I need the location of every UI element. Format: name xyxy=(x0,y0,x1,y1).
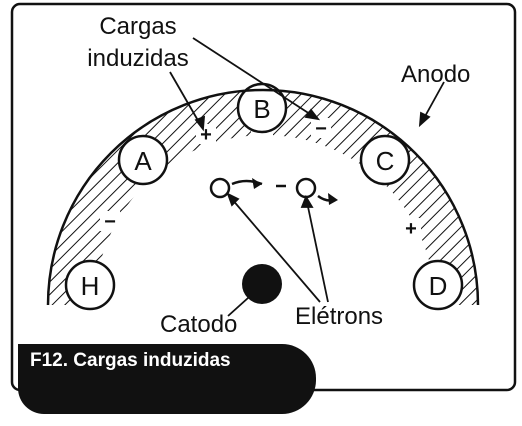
anode-leader-line xyxy=(418,81,445,128)
charge-sign-right-lower: + xyxy=(405,218,417,240)
electron-right xyxy=(295,177,317,199)
induced-charges-leader-lines xyxy=(169,37,321,132)
cavity-label-b: B xyxy=(253,94,270,124)
cavity-outlines xyxy=(64,82,464,311)
cathode xyxy=(242,264,282,304)
cavity-label-a: A xyxy=(134,146,152,176)
caption-bar xyxy=(18,344,316,414)
cavity-label-d: D xyxy=(429,271,448,301)
anode-block xyxy=(48,90,478,305)
charge-sign-left-upper: + xyxy=(200,124,212,146)
induced-charges-label-line1: Cargas xyxy=(99,13,176,40)
anode-outer-outline xyxy=(46,88,480,306)
anode-label: Anodo xyxy=(401,61,470,88)
cathode-leader-line xyxy=(227,297,249,317)
electron-path-arrows xyxy=(231,178,338,205)
charge-sign-left-lower: − xyxy=(104,211,116,233)
cathode-label: Catodo xyxy=(160,311,237,338)
cavity-label-h: H xyxy=(81,271,100,301)
figure-caption: F12. Cargas induzidas xyxy=(30,350,231,371)
cavity-label-c: C xyxy=(376,146,395,176)
electrons-label: Elétrons xyxy=(295,303,383,330)
electron-left xyxy=(209,177,231,199)
induced-charges-label-line2: induzidas xyxy=(87,45,188,72)
charge-sign-right-upper: − xyxy=(315,118,327,140)
electrons-leader-lines xyxy=(226,192,329,303)
